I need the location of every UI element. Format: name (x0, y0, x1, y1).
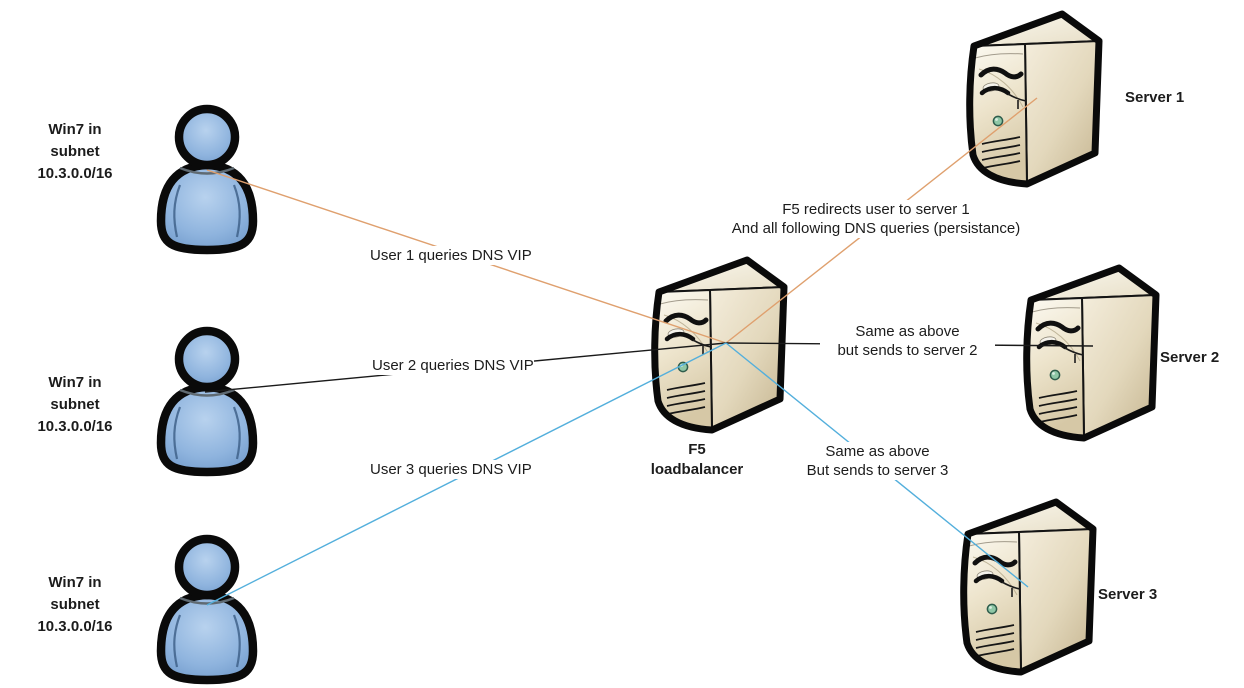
server2-label: Server 2 (1160, 348, 1220, 368)
user1-query-label: User 1 queries DNS VIP (370, 246, 532, 266)
user1-label: Win7 in subnet 10.3.0.0/16 (5, 119, 145, 185)
server2-icon (1018, 259, 1165, 446)
server1-icon (961, 5, 1108, 192)
server3-label: Server 3 (1098, 585, 1158, 605)
user3-label: Win7 in subnet 10.3.0.0/16 (5, 572, 145, 638)
server1-label: Server 1 (1125, 88, 1185, 108)
user2-query-label: User 2 queries DNS VIP (372, 356, 534, 376)
f5-loadbalancer-label: F5 loadbalancer (627, 440, 767, 479)
f5-to-server3-label: Same as above But sends to server 3 (790, 442, 965, 481)
f5-to-server2-label: Same as above but sends to server 2 (820, 322, 995, 361)
server3-icon (955, 493, 1102, 680)
user2-label: Win7 in subnet 10.3.0.0/16 (5, 372, 145, 438)
user3-icon (142, 528, 272, 688)
f5-loadbalancer-icon (646, 251, 793, 438)
f5-to-server1-label: F5 redirects user to server 1 And all fo… (695, 200, 1057, 239)
user2-icon (142, 320, 272, 480)
user1-icon (142, 98, 272, 258)
user3-query-label: User 3 queries DNS VIP (370, 460, 532, 480)
